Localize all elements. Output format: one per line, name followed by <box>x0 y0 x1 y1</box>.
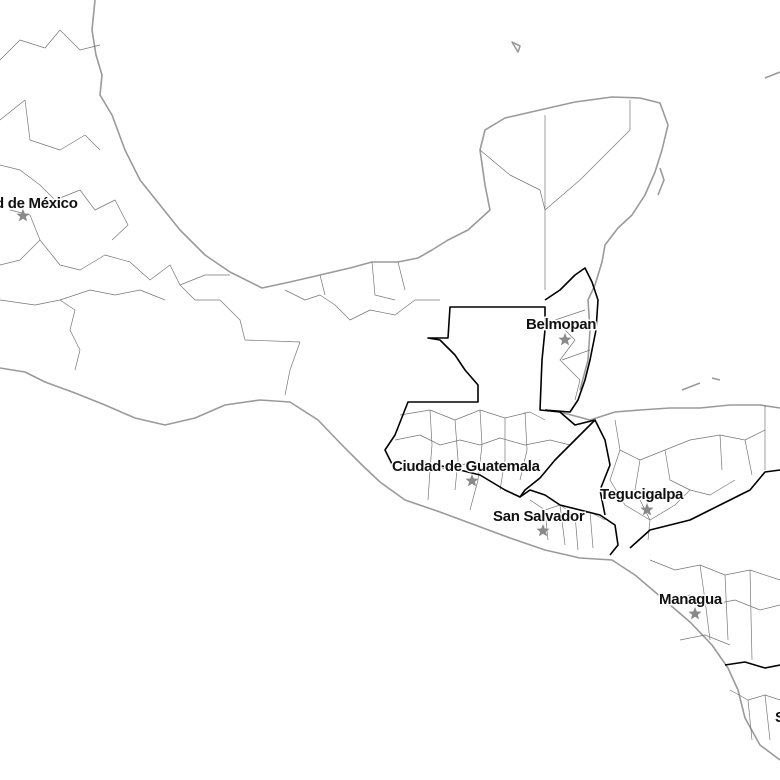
capital-markers: d de México Belmopan Ciudad de Guatemala… <box>0 194 780 728</box>
pacific-coast <box>0 367 780 761</box>
border-honduras-nicaragua <box>629 469 780 549</box>
capital-label-mexico: d de México <box>0 195 78 212</box>
capital-san-salvador[interactable]: San Salvador <box>492 507 587 537</box>
capital-label-tegucigalpa: Tegucigalpa <box>600 486 684 503</box>
island-2 <box>764 71 780 79</box>
capital-star-icon <box>465 474 479 487</box>
border-belize <box>544 267 599 413</box>
capital-star-icon <box>640 503 654 516</box>
border-nicaragua-costa-rica <box>724 661 780 669</box>
capital-label-managua: Managua <box>659 591 723 608</box>
caribbean-coast <box>559 404 780 421</box>
country-borders <box>384 267 780 669</box>
capital-label-san-salvador: San Salvador <box>493 508 585 525</box>
capital-star-icon <box>558 333 572 346</box>
capital-label-san-jose: S <box>775 709 780 726</box>
island-3 <box>657 167 665 196</box>
capital-star-icon <box>688 607 702 620</box>
admin-boundaries <box>0 29 780 741</box>
island-1 <box>511 41 521 53</box>
gulf-coast <box>91 0 669 391</box>
capital-guatemala[interactable]: Ciudad de Guatemala <box>391 457 542 487</box>
capital-belmopan[interactable]: Belmopan <box>525 315 598 346</box>
capital-star-icon <box>16 209 30 222</box>
capital-managua[interactable]: Managua <box>658 590 725 620</box>
capital-star-icon <box>536 524 550 537</box>
border-el-salvador <box>519 489 619 556</box>
capital-mexico[interactable]: d de México <box>0 194 79 222</box>
border-guatemala-honduras <box>594 419 611 516</box>
capital-label-belmopan: Belmopan <box>526 316 596 333</box>
capital-san-jose-partial[interactable]: S <box>774 708 780 728</box>
capital-tegucigalpa[interactable]: Tegucigalpa <box>599 485 686 516</box>
island-5 <box>711 377 721 381</box>
coastlines <box>0 0 780 761</box>
island-4 <box>681 382 701 391</box>
capital-label-guatemala: Ciudad de Guatemala <box>392 458 541 475</box>
